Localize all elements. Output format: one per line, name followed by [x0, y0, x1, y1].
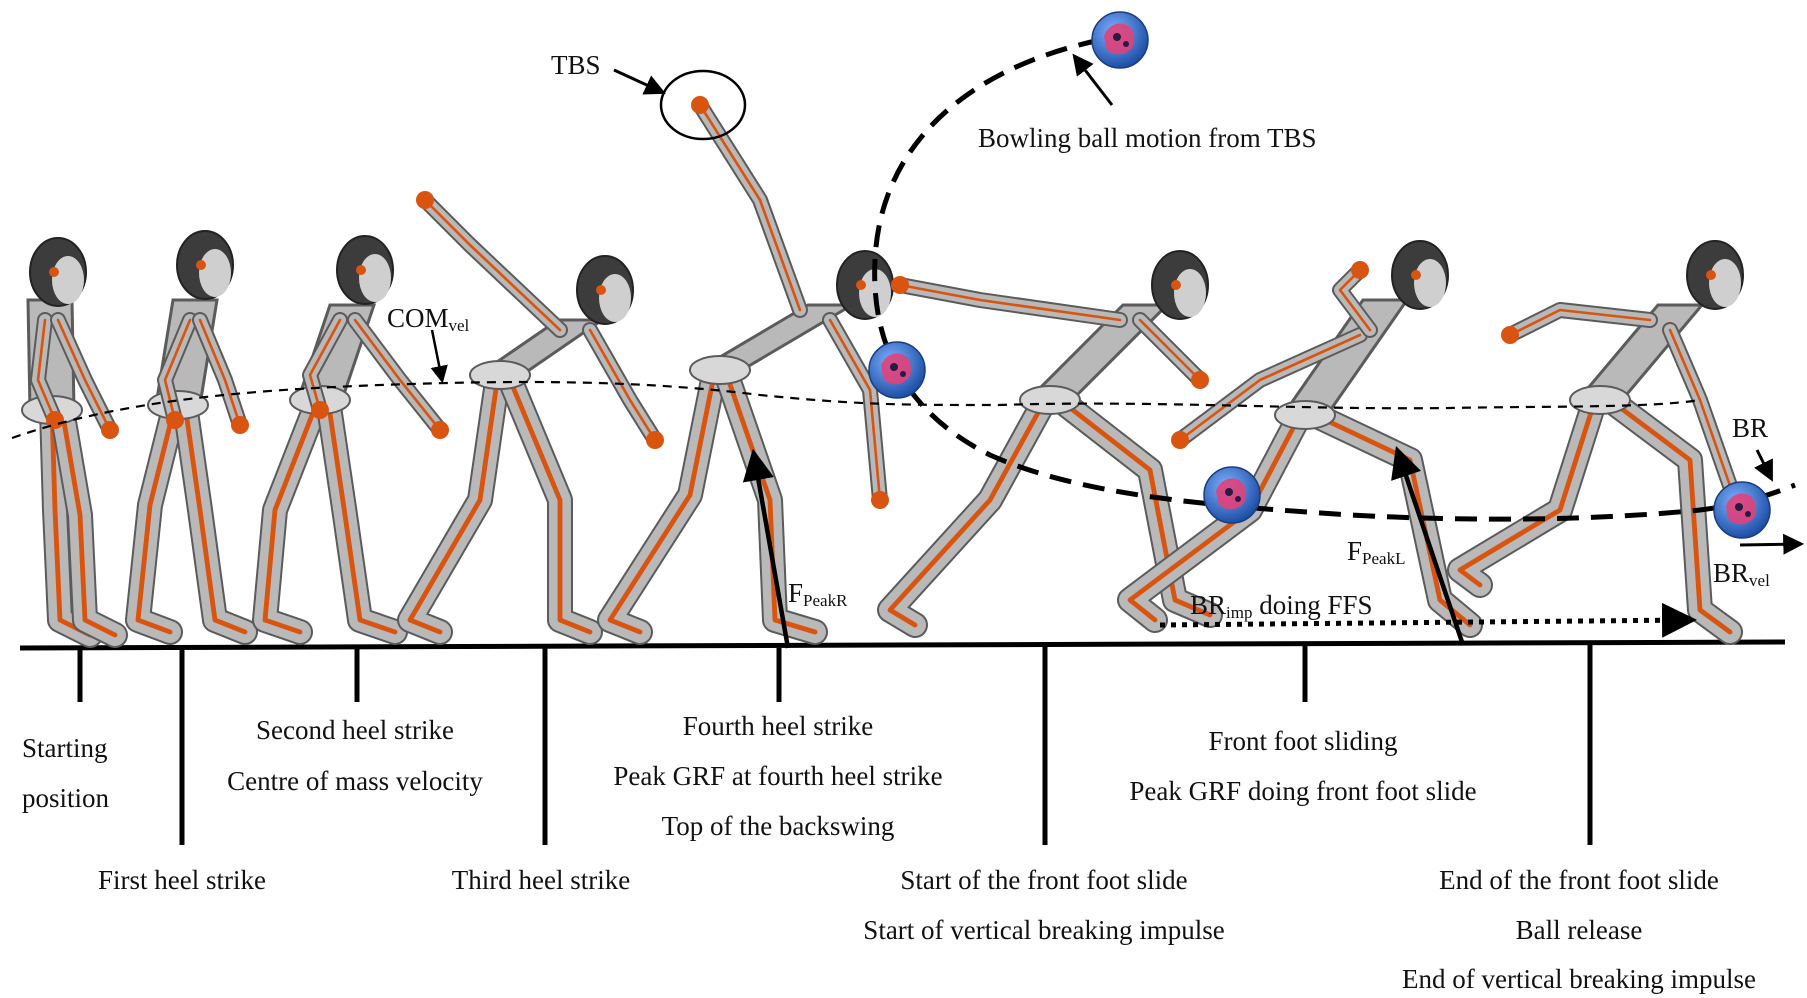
fpeakl-arrow: [1398, 452, 1463, 645]
bowling-ball-icon: [1714, 482, 1770, 538]
brimp-sub: imp: [1226, 603, 1252, 622]
mannequin-figure-icon: [410, 191, 664, 632]
bowling-ball-icon: [1204, 467, 1260, 523]
peak-grf-fourth-label: Peak GRF at fourth heel strike: [613, 763, 942, 790]
second-heel-strike-label: Second heel strike: [256, 717, 454, 744]
com-sub: vel: [449, 316, 470, 335]
br-label: BR: [1732, 415, 1768, 442]
com-velocity-event-label: Centre of mass velocity: [227, 768, 483, 795]
third-heel-strike-label: Third heel strike: [452, 867, 630, 894]
br-velocity-arrow: [1740, 544, 1800, 545]
starting-position-label-1: Starting: [22, 735, 108, 762]
brimp-rest: doing FFS: [1252, 590, 1372, 620]
br-velocity-label: BRvel: [1713, 560, 1770, 589]
mannequin-figure-icon: [1460, 241, 1744, 632]
com-arrow: [432, 330, 442, 380]
start-impulse-label: Start of vertical breaking impulse: [863, 917, 1224, 944]
bowling-ball-icon: [1092, 12, 1148, 68]
ground-line: [20, 642, 1785, 648]
br-arrow: [1757, 450, 1771, 478]
mannequin-figure-icon: [610, 96, 893, 632]
ball-release-label: Ball release: [1516, 917, 1643, 944]
end-slide-label: End of the front foot slide: [1439, 867, 1719, 894]
start-slide-label: Start of the front foot slide: [900, 867, 1187, 894]
brimp-main: BR: [1190, 590, 1226, 620]
com-velocity-path: [12, 382, 1700, 438]
first-heel-strike-label: First heel strike: [98, 867, 266, 894]
fpeakr-sub: PeakR: [803, 591, 847, 610]
bowling-ball-icon: [869, 342, 925, 398]
brvel-main: BR: [1713, 558, 1749, 588]
com-velocity-label: COMvel: [387, 305, 469, 334]
mannequin-figure-icon: [265, 236, 449, 632]
mannequin-figure-icon: [22, 238, 119, 635]
fourth-heel-strike-label: Fourth heel strike: [683, 713, 873, 740]
com-main: COM: [387, 303, 449, 333]
br-impulse-label: BRimp doing FFS: [1190, 592, 1373, 621]
tbs-arrow: [614, 70, 662, 92]
front-foot-sliding-label: Front foot sliding: [1208, 728, 1397, 755]
ball-motion-label: Bowling ball motion from TBS: [978, 125, 1317, 152]
top-backswing-label: Top of the backswing: [662, 813, 895, 840]
peak-grf-slide-label: Peak GRF doing front foot slide: [1129, 778, 1476, 805]
fpeakl-main: F: [1347, 536, 1362, 566]
end-impulse-label: End of vertical breaking impulse: [1402, 966, 1756, 993]
fpeakr-main: F: [788, 578, 803, 608]
fpeakl-sub: PeakL: [1362, 549, 1405, 568]
fpeakr-label: FPeakR: [788, 580, 847, 609]
starting-position-label-2: position: [22, 785, 109, 812]
tbs-label: TBS: [551, 52, 601, 79]
mannequin-figure-icon: [138, 231, 249, 632]
fpeakl-label: FPeakL: [1347, 538, 1405, 567]
brvel-sub: vel: [1749, 571, 1770, 590]
